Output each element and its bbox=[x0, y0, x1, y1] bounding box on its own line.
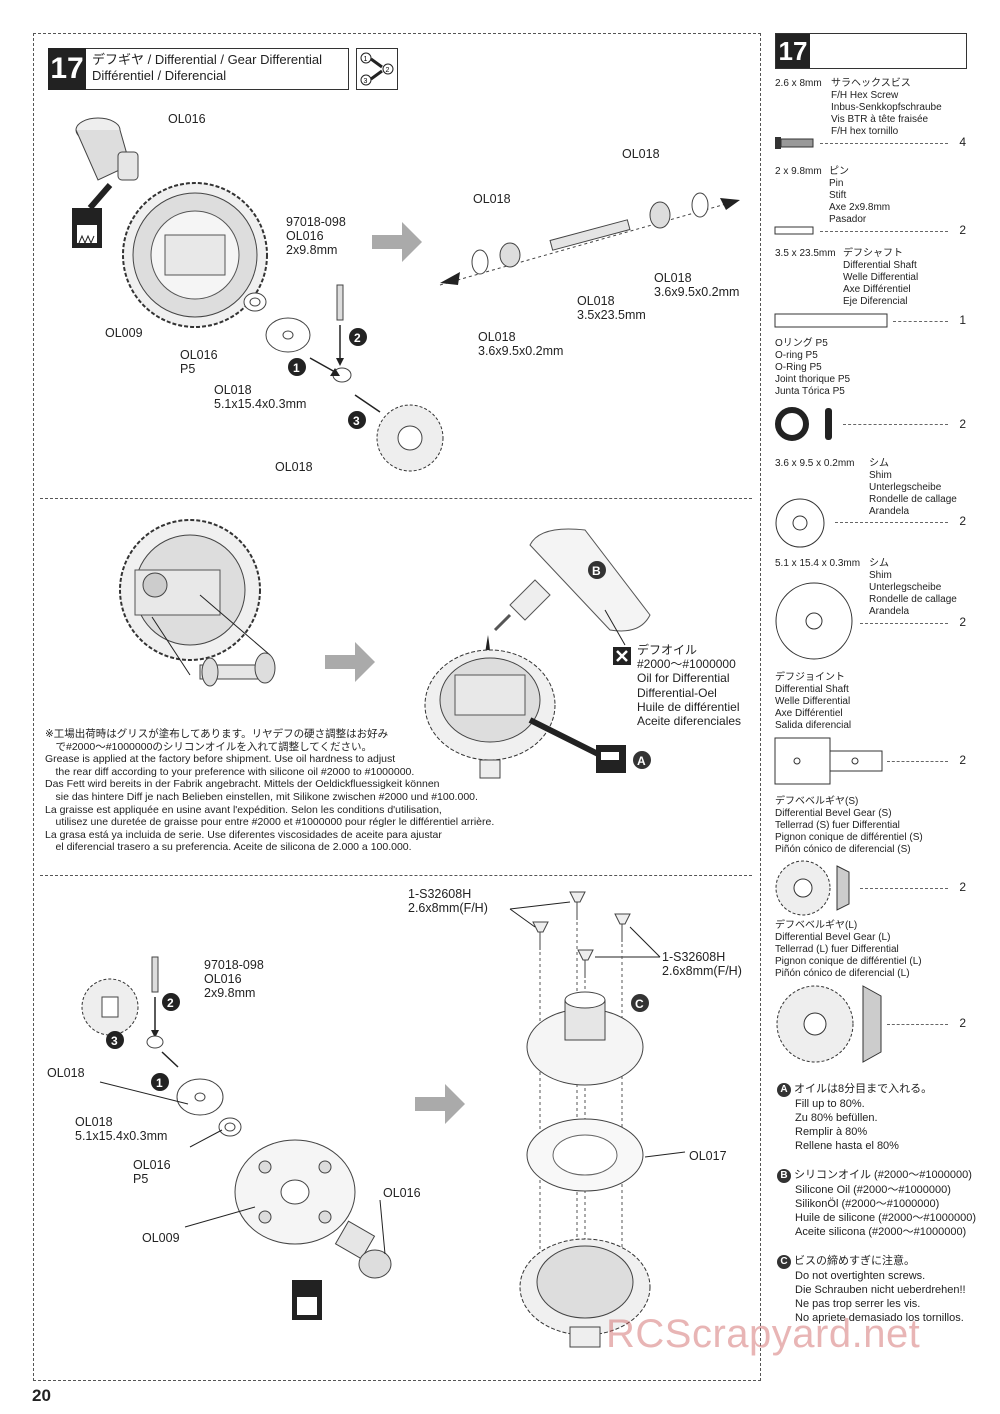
oring-icon-2 bbox=[218, 1117, 242, 1137]
label-gear-3: OL018 bbox=[47, 1066, 85, 1080]
section-divider-1 bbox=[40, 498, 752, 499]
mark-b-icon bbox=[588, 561, 606, 579]
label-ol018-top: OL018 bbox=[622, 147, 660, 161]
diff-cup-icon-2 bbox=[334, 1220, 392, 1279]
grease-note: ※工場出荷時はグリスが塗布してあります。リヤデフの硬さ調整はお好み で#2000… bbox=[45, 728, 495, 854]
diff-case-with-oil-icon bbox=[424, 649, 556, 779]
svg-text:A: A bbox=[637, 754, 646, 768]
oring-part-icon bbox=[775, 407, 832, 441]
svg-text:B: B bbox=[592, 564, 601, 578]
bevel-gear-shaft-icon bbox=[199, 652, 276, 687]
mark-c-note-icon: C bbox=[777, 1255, 791, 1269]
label-ol009: OL009 bbox=[105, 326, 143, 340]
svg-text:3: 3 bbox=[111, 1034, 118, 1048]
oil-label: デフオイル #2000～#1000000 Oil for Differentia… bbox=[637, 643, 742, 729]
page-number: 20 bbox=[32, 1386, 51, 1405]
mark-b-note-icon: B bbox=[777, 1169, 791, 1183]
bevel-gear-large-icon bbox=[376, 404, 444, 472]
main-frame bbox=[33, 33, 761, 1381]
mark-c-icon bbox=[631, 994, 649, 1012]
step-arrow-icon-2 bbox=[325, 642, 375, 682]
label-case-3: OL009 bbox=[142, 1231, 180, 1245]
watermark: RCScrapyard.net bbox=[606, 1312, 921, 1356]
step-title-box: デフギヤ / Differential / Gear Differential … bbox=[86, 48, 349, 90]
svg-text:3: 3 bbox=[364, 78, 368, 85]
order-arrows-icon: 1 2 3 bbox=[360, 52, 394, 86]
diff-cover-icon bbox=[526, 991, 644, 1086]
pin-icon-2 bbox=[151, 956, 159, 993]
svg-text:1: 1 bbox=[293, 361, 300, 375]
screw-icon bbox=[775, 137, 814, 149]
parts-step-number: 17 bbox=[776, 34, 810, 68]
mark-a-note-icon: A bbox=[777, 1083, 791, 1097]
step-number: 17 bbox=[48, 48, 86, 90]
bevel-gear-l-icon bbox=[776, 985, 882, 1063]
svg-text:2: 2 bbox=[167, 996, 174, 1010]
parts-list-header: 17 bbox=[775, 33, 967, 69]
section2-diagram: A B bbox=[119, 519, 651, 779]
ring-gear-icon bbox=[122, 182, 268, 328]
part-bevel-gear-l: デフベベルギヤ(L)Differential Bevel Gear (L)Tel… bbox=[775, 920, 970, 1070]
pin-icon bbox=[336, 284, 344, 321]
bevel-gear-s-icon bbox=[775, 860, 850, 916]
svg-text:1: 1 bbox=[156, 1076, 163, 1090]
step-title-line1: デフギヤ / Differential / Gear Differential bbox=[92, 52, 322, 67]
oring-p5-icon bbox=[243, 292, 267, 312]
section3-diagram: 2 3 1 C bbox=[81, 891, 686, 1348]
step-arrow-icon-3 bbox=[415, 1084, 465, 1124]
svg-text:1: 1 bbox=[364, 56, 368, 63]
shim-large-icon bbox=[775, 582, 853, 660]
label-ol016-cup: OL016 bbox=[168, 112, 206, 126]
label-bevel-gear: OL018 bbox=[275, 460, 313, 474]
section1-diagram: 2 1 3 bbox=[72, 117, 741, 472]
shaft-part-icon bbox=[774, 313, 888, 328]
shim-icon-2 bbox=[176, 1078, 224, 1116]
order-icon: 1 2 3 bbox=[356, 48, 398, 90]
bevel-gear-small-icon bbox=[81, 978, 139, 1036]
label-gasket: OL017 bbox=[689, 1149, 727, 1163]
svg-text:3: 3 bbox=[353, 414, 360, 428]
shim-small-icon bbox=[775, 498, 825, 548]
diff-joint-part-icon bbox=[774, 737, 883, 785]
part-bevel-gear-s: デフベベルギヤ(S)Differential Bevel Gear (S)Tel… bbox=[775, 796, 970, 920]
diff-case-icon bbox=[234, 1139, 356, 1245]
oil-bottle-icon bbox=[493, 528, 651, 632]
step-arrow-icon bbox=[372, 222, 422, 262]
mark-a-icon bbox=[633, 751, 651, 769]
step-title-line2: Différentiel / Diferencial bbox=[92, 68, 227, 83]
section-divider-2 bbox=[40, 875, 752, 876]
shim-icon bbox=[265, 317, 311, 353]
ring-gear-bottom-icon bbox=[519, 1238, 651, 1348]
label-cup-3: OL016 bbox=[383, 1186, 421, 1200]
pin-part-icon bbox=[774, 226, 814, 235]
svg-text:C: C bbox=[635, 997, 644, 1011]
diff-cup-icon bbox=[75, 117, 139, 181]
svg-text:2: 2 bbox=[354, 331, 361, 345]
svg-text:2: 2 bbox=[386, 67, 390, 74]
label-ol018-left: OL018 bbox=[473, 192, 511, 206]
ring-gear-assembly-icon bbox=[119, 519, 261, 661]
screw-icons bbox=[532, 891, 631, 978]
